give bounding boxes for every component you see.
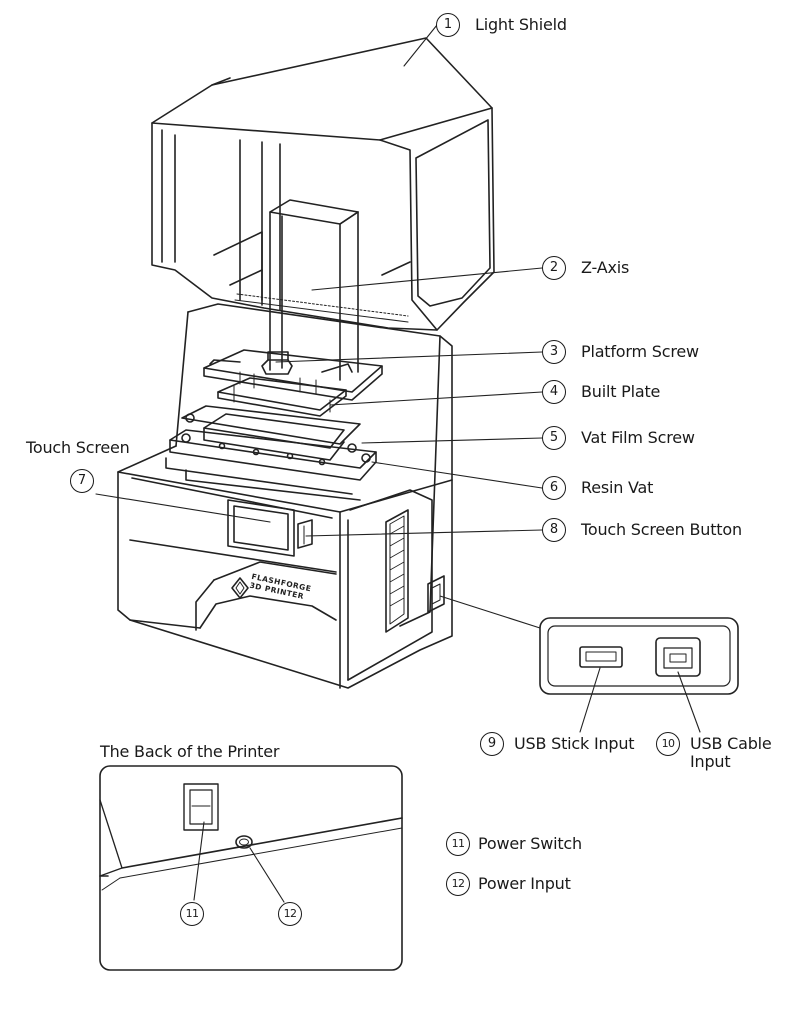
callout-number-11: 11	[446, 832, 470, 856]
callout-label-resin-vat: Resin Vat	[581, 478, 654, 497]
callout-label-power-input: Power Input	[478, 874, 571, 893]
callout-number-12-marker: 12	[278, 902, 302, 926]
callout-label-touch-screen-button: Touch Screen Button	[581, 520, 742, 539]
light-shield-drawing	[151, 37, 495, 331]
callout-label-built-plate: Built Plate	[581, 382, 661, 401]
callout-number-12: 12	[446, 872, 470, 896]
port-inset-drawing	[539, 617, 739, 695]
callout-number-5: 5	[542, 426, 566, 450]
callout-number-3: 3	[542, 340, 566, 364]
back-panel-drawing	[99, 765, 403, 971]
callout-number-6: 6	[542, 476, 566, 500]
callout-label-platform-screw: Platform Screw	[581, 342, 699, 361]
logo-badge-drawing	[231, 577, 249, 599]
touch-screen-drawing	[227, 499, 313, 557]
callout-number-7: 7	[70, 469, 94, 493]
callout-label-z-axis: Z-Axis	[581, 258, 630, 277]
callout-label-light-shield: Light Shield	[475, 15, 567, 34]
callout-number-8: 8	[542, 518, 566, 542]
callout-label-usb-stick-input: USB Stick Input	[514, 734, 635, 753]
side-vent-drawing	[385, 509, 445, 633]
callout-number-11-marker: 11	[180, 902, 204, 926]
callout-number-9: 9	[480, 732, 504, 756]
callout-number-10: 10	[656, 732, 680, 756]
callout-label-touch-screen: Touch Screen	[26, 438, 130, 457]
leader-lines	[95, 24, 701, 903]
build-platform-drawing	[203, 349, 383, 417]
back-panel-title: The Back of the Printer	[100, 742, 280, 761]
callout-label-vat-film-screw: Vat Film Screw	[581, 428, 695, 447]
z-axis-drawing	[269, 199, 359, 381]
callout-number-4: 4	[542, 380, 566, 404]
callout-number-1: 1	[436, 13, 460, 37]
resin-vat-drawing	[165, 405, 377, 501]
callout-label-usb-cable-input: USB Cable Input	[690, 734, 772, 771]
callout-number-2: 2	[542, 256, 566, 280]
printer-base-drawing	[117, 303, 453, 689]
callout-label-power-switch: Power Switch	[478, 834, 582, 853]
